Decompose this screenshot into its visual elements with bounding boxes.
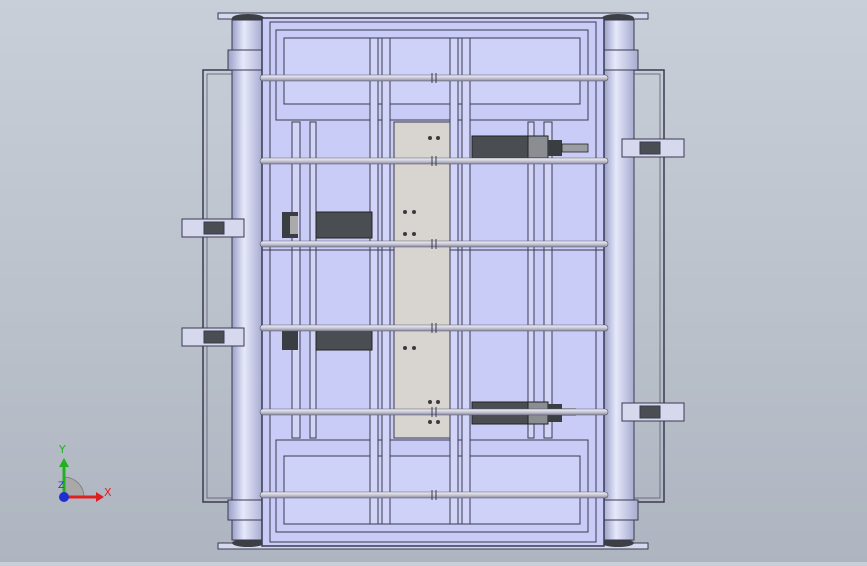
side-clamps — [181, 138, 685, 422]
triad-y-label: Y — [59, 443, 66, 456]
center-plate — [393, 121, 451, 439]
z-axis-dot — [59, 492, 69, 502]
interior-members — [262, 37, 604, 525]
triad-z-label: Z — [58, 481, 65, 491]
coordinate-triad — [59, 458, 104, 502]
main-frame — [261, 17, 605, 547]
actuator-blocks — [282, 135, 589, 425]
horizontal-rods — [259, 73, 609, 500]
right-post — [599, 19, 639, 541]
left-post — [227, 19, 267, 541]
triad-x-label: X — [104, 486, 112, 499]
